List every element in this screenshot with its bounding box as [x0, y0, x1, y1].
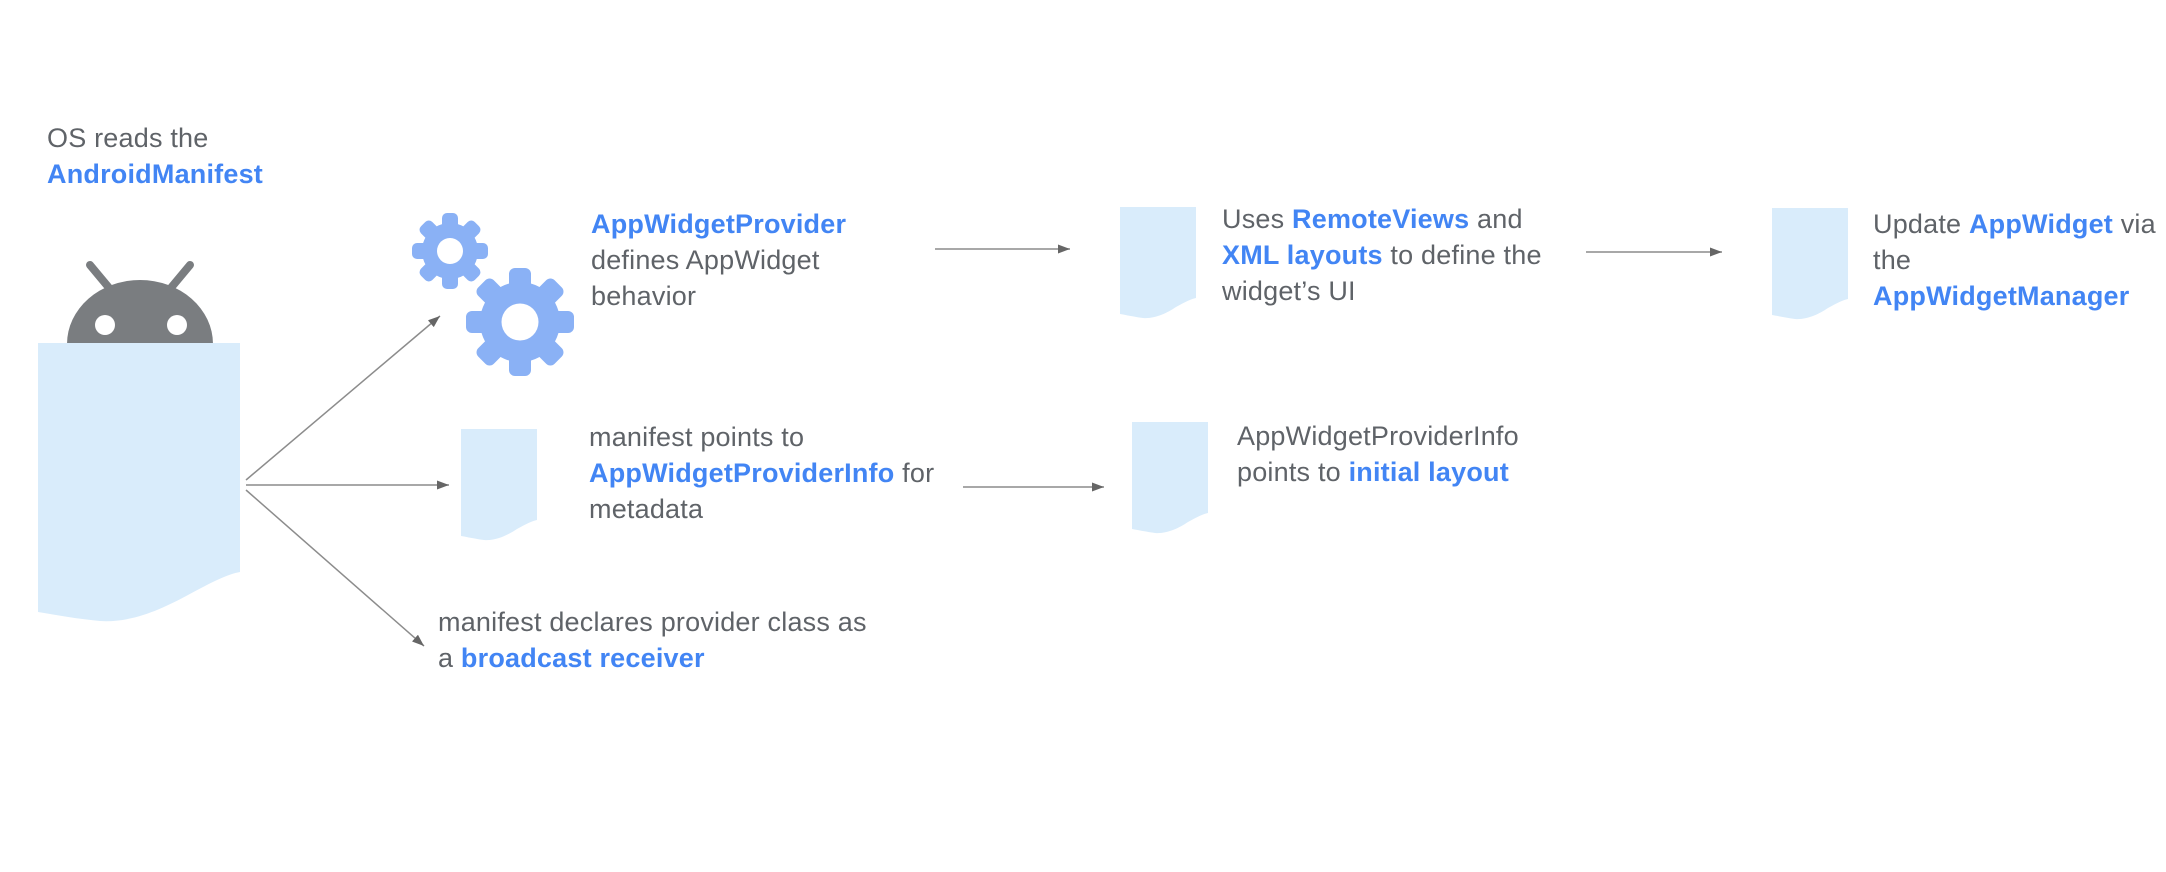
broadcast-receiver-term: broadcast receiver — [460, 643, 705, 673]
manifest-document-icon — [38, 343, 240, 625]
broadcast-receiver-label: manifest declares provider class as a br… — [438, 607, 867, 673]
update-document-icon — [1772, 208, 1848, 321]
arrow-manifest-to-gears — [245, 315, 441, 481]
initial-layout-document-icon — [1132, 422, 1208, 535]
initial-layout-label: AppWidgetProviderInfo points to initial … — [1237, 421, 1519, 487]
os-reads-label: OS reads the AndroidManifest — [47, 120, 263, 192]
android-robot-icon — [60, 256, 220, 346]
appwidgetproviderinfo-term: AppWidgetProviderInfo — [589, 458, 895, 488]
appwidgetprovider-term: AppWidgetProvider — [591, 209, 847, 239]
xml-layouts-term: XML layouts — [1222, 240, 1383, 270]
providerinfo-document-icon — [461, 429, 537, 542]
androidmanifest-term: AndroidManifest — [47, 159, 263, 189]
appwidgetmanager-term: AppWidgetManager — [1873, 281, 2130, 311]
arrow-manifest-to-broadcast — [245, 489, 425, 647]
appwidget-term: AppWidget — [1968, 209, 2113, 239]
update-appwidget-label: Update AppWidget via the AppWidgetManage… — [1873, 209, 2156, 311]
initial-layout-term: initial layout — [1348, 457, 1509, 487]
remoteviews-document-icon — [1120, 207, 1196, 320]
remoteviews-label: Uses RemoteViews and XML layouts to defi… — [1222, 204, 1542, 306]
settings-gears-icon — [395, 196, 595, 396]
providerinfo-label: manifest points to AppWidgetProviderInfo… — [589, 422, 935, 524]
os-reads-text: OS reads the — [47, 123, 209, 153]
remoteviews-term: RemoteViews — [1292, 204, 1470, 234]
appwidgetprovider-label: AppWidgetProvider defines AppWidget beha… — [591, 209, 847, 311]
